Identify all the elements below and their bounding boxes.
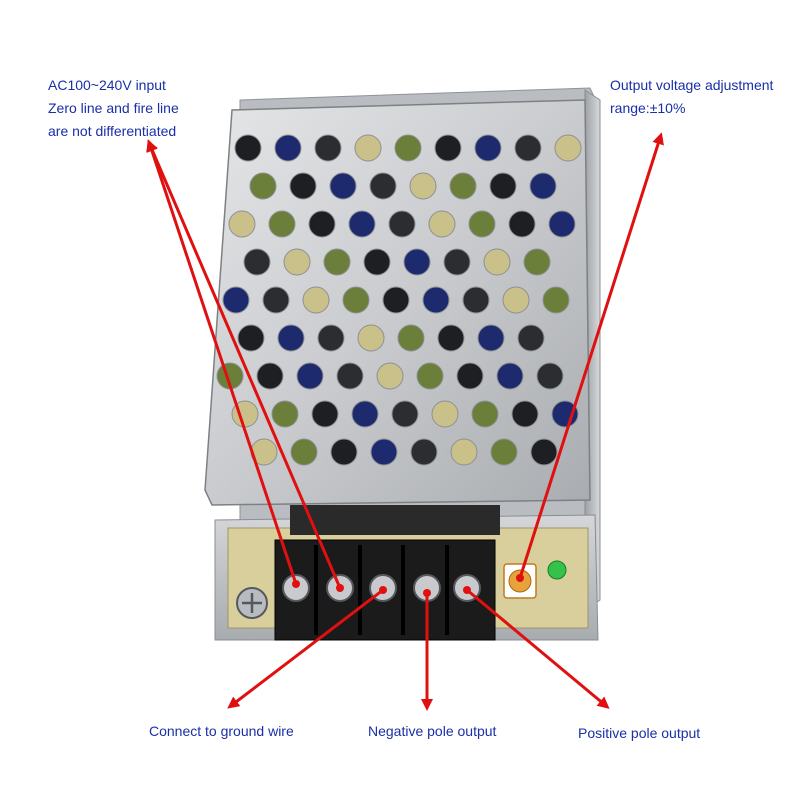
vent-hole [462, 286, 490, 314]
terminal-divider [358, 545, 362, 635]
status-led [547, 560, 567, 580]
vent-hole [483, 248, 511, 276]
vent-hole [508, 210, 536, 238]
vent-hole [388, 210, 416, 238]
vent-hole [530, 438, 558, 466]
vent-hole [323, 248, 351, 276]
vent-hole [376, 362, 404, 390]
vent-hole [336, 362, 364, 390]
vent-hole [296, 362, 324, 390]
vent-hole [514, 134, 542, 162]
label-ac-input-line-3: are not differentiated [48, 123, 177, 139]
vent-hole [329, 172, 357, 200]
arrow-adjust [518, 132, 664, 579]
vent-hole [228, 210, 256, 238]
vent-hole [271, 400, 299, 428]
vent-hole [357, 324, 385, 352]
terminal-divider [445, 545, 449, 635]
vent-hole [391, 400, 419, 428]
vent-hole [289, 172, 317, 200]
vent-hole [517, 324, 545, 352]
vent-hole [542, 286, 570, 314]
vent-hole [394, 134, 422, 162]
vent-hole [234, 134, 262, 162]
vent-hole [428, 210, 456, 238]
label-ac-input-line-2: Zero line and fire line [48, 100, 179, 116]
vent-hole [237, 324, 265, 352]
vent-hole [437, 324, 465, 352]
vent-hole [511, 400, 539, 428]
vent-hole [403, 248, 431, 276]
vent-hole [548, 210, 576, 238]
label-adjustment-line-2: range:±10% [610, 100, 686, 116]
vent-hole [471, 400, 499, 428]
vent-hole [502, 286, 530, 314]
vent-hole [290, 438, 318, 466]
vent-hole [311, 400, 339, 428]
arrow-positive [466, 588, 610, 709]
vent-hole [330, 438, 358, 466]
label-adjustment-line-1: Output voltage adjustment [610, 77, 774, 93]
label-voltage-adjustment: Output voltage adjustment range:±10% [610, 74, 773, 120]
vent-hole [314, 134, 342, 162]
vent-hole [456, 362, 484, 390]
vent-hole [243, 248, 271, 276]
terminal-divider [314, 545, 318, 635]
vent-hole [554, 134, 582, 162]
vent-hole [354, 134, 382, 162]
label-ground-wire: Connect to ground wire [149, 723, 294, 739]
vent-hole [370, 438, 398, 466]
vent-hole [363, 248, 391, 276]
terminal-block-rear [290, 505, 500, 535]
vent-hole [434, 134, 462, 162]
vent-hole [268, 210, 296, 238]
vent-hole [490, 438, 518, 466]
vent-hole [477, 324, 505, 352]
vent-hole [277, 324, 305, 352]
label-ac-input: AC100~240V input Zero line and fire line… [48, 74, 179, 143]
arrow-input-n [146, 139, 342, 589]
arrow-ground [227, 588, 384, 709]
label-positive-output: Positive pole output [578, 725, 701, 741]
annotation-arrows [146, 132, 664, 711]
vent-hole [523, 248, 551, 276]
vent-hole [443, 248, 471, 276]
vent-hole [256, 362, 284, 390]
vent-hole [397, 324, 425, 352]
vent-hole [262, 286, 290, 314]
vent-hole [342, 286, 370, 314]
vent-hole [410, 438, 438, 466]
vent-hole [449, 172, 477, 200]
vent-hole [283, 248, 311, 276]
vent-hole [351, 400, 379, 428]
label-ac-input-line-1: AC100~240V input [48, 77, 166, 93]
vent-hole [468, 210, 496, 238]
label-negative-output: Negative pole output [368, 723, 497, 739]
vent-hole [274, 134, 302, 162]
vent-hole [529, 172, 557, 200]
vent-hole [431, 400, 459, 428]
vent-hole [348, 210, 376, 238]
vent-hole [308, 210, 336, 238]
terminal-divider [401, 545, 405, 635]
vent-hole [474, 134, 502, 162]
vent-hole [249, 172, 277, 200]
vent-hole [496, 362, 524, 390]
vent-hole [422, 286, 450, 314]
vent-hole [450, 438, 478, 466]
vent-hole [409, 172, 437, 200]
vent-hole [317, 324, 345, 352]
vent-hole [382, 286, 410, 314]
arrow-input-l [146, 139, 298, 585]
vent-hole [416, 362, 444, 390]
vent-hole [222, 286, 250, 314]
vent-hole [369, 172, 397, 200]
vent-hole [302, 286, 330, 314]
vent-hole [536, 362, 564, 390]
vent-hole [489, 172, 517, 200]
